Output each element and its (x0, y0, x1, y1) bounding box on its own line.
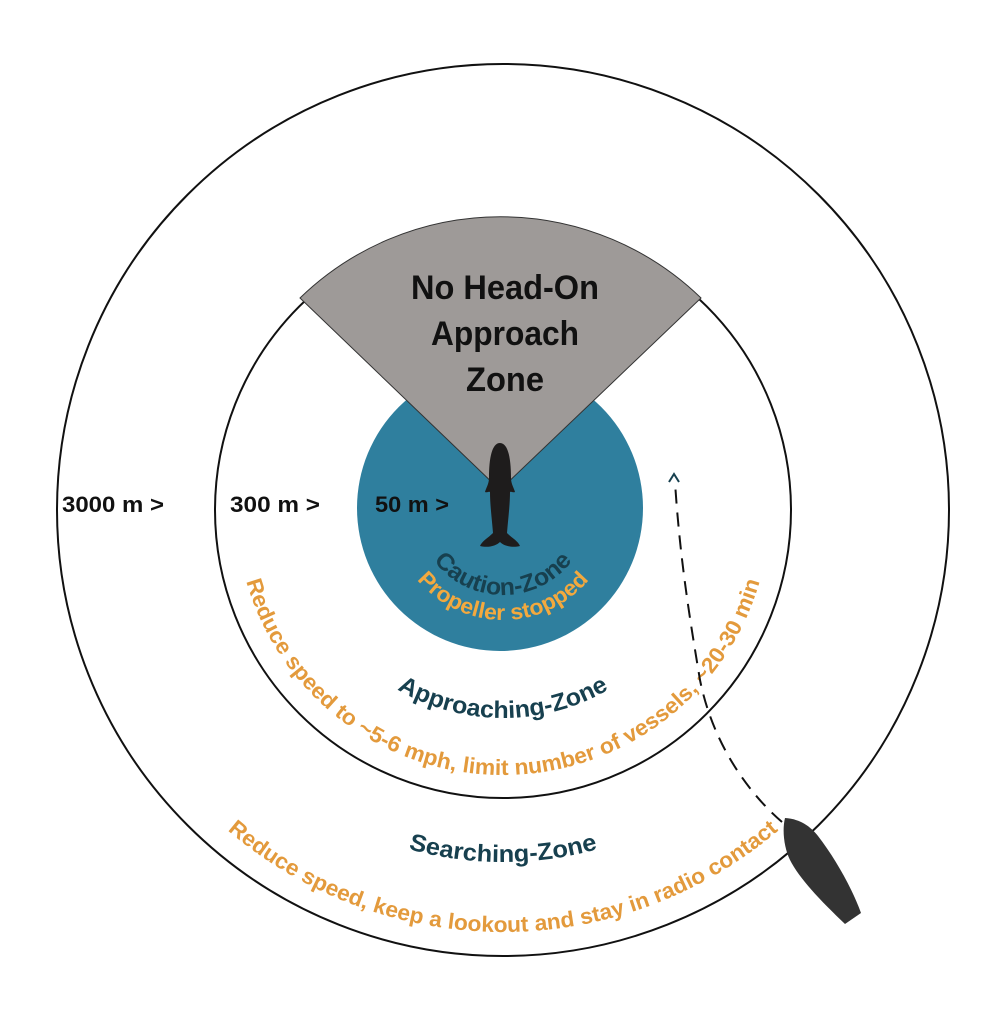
arrow-head-icon (668, 472, 680, 483)
boat-icon (783, 818, 861, 924)
searching-zone-rule: Reduce speed, keep a lookout and stay in… (224, 814, 782, 937)
whale-icon (480, 443, 520, 547)
wedge-title-line-3: Zone (466, 361, 544, 399)
boat-approach-path (674, 481, 783, 823)
wedge-title-line-1: No Head-On (411, 269, 599, 307)
wedge-title-line-2: Approach (431, 315, 579, 353)
no-head-on-wedge (299, 216, 702, 491)
distance-label-300m: 300 m > (230, 492, 320, 517)
approaching-zone-label: Approaching-Zone (394, 671, 612, 724)
distance-label-50m: 50 m > (375, 492, 449, 517)
searching-zone-label: Searching-Zone (407, 829, 600, 868)
distance-label-3000m: 3000 m > (62, 492, 164, 517)
searching-zone-circle (56, 63, 950, 957)
